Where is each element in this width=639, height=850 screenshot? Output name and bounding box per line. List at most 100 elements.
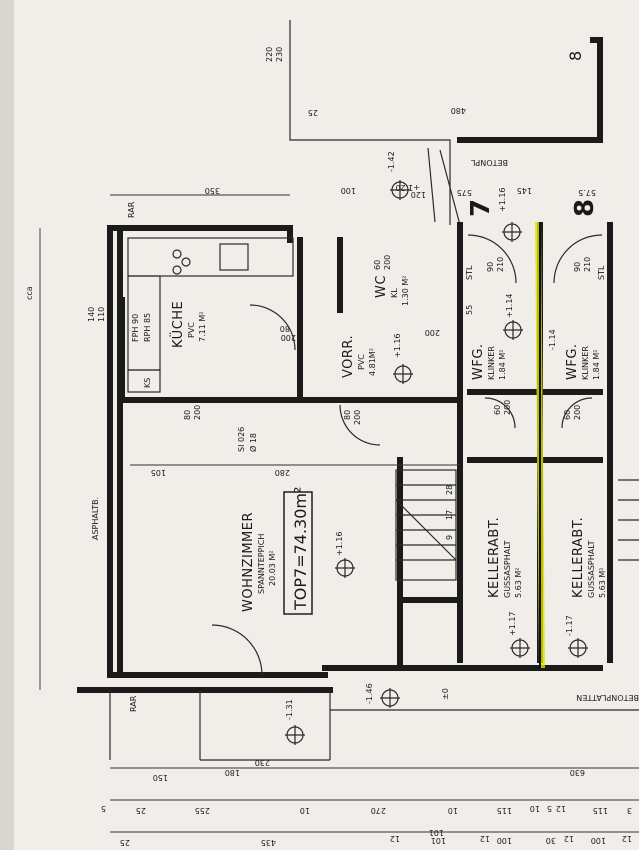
room-name: VORR. [341,335,356,378]
room-vorr: VORR. PVC 4.81M² [341,335,377,378]
dim: 270 [371,806,386,815]
dim: 100 [591,836,606,845]
dim: 12 [564,834,574,843]
room-floor: KLINKER [487,346,496,380]
fph-label: FPH 90 [131,314,140,342]
room-kueche: KÜCHE PVC 7.11 M² [169,301,207,348]
dim: 630 [570,768,585,777]
terrace [77,687,639,761]
dim: 25 [120,838,130,847]
door-dim: 200 [353,410,362,425]
dim: 101 [431,836,446,845]
stairs-right [618,479,639,561]
dim: 28 [445,485,454,495]
room-floor: PVC [357,354,366,370]
si-label: SI 026 [237,427,246,452]
dim: 12 [480,834,490,843]
room-floor: GUSSASPHALT [587,540,596,598]
level: -1.14 [548,329,557,350]
door-dim: 200 [193,405,202,420]
room-name: KELLERABT. [487,517,502,598]
dim: 101 [429,828,444,837]
door-dim: 60 [563,410,572,420]
level: -1.46 [365,683,374,704]
outer-walls [107,222,613,678]
room-area: 20.03 M² [268,550,277,586]
room-name: WC [374,275,389,298]
upper-structure [289,20,603,226]
dim: 10 [530,804,540,813]
ks-label: KS [143,378,152,388]
door-dim: 90 [573,262,582,272]
door-dim: 80 [183,410,192,420]
dim: 9 [445,535,454,540]
dim: 480 [451,106,466,115]
room-name: WOHNZIMMER [241,512,256,612]
door-dim: 200 [281,333,296,342]
dim: 200 [425,328,440,337]
rar-label-bottom: RAR [129,695,138,712]
scan-edge [0,0,14,850]
level: -1.42 [387,151,396,172]
top-dimensions: 350 100 120 145 575 57.5 480 220 230 25 [205,47,596,199]
betonplatten-label: BETONPLATTEN [576,693,639,702]
si-diameter: Ø 18 [248,433,258,452]
unit-number-7: 7 [466,199,496,217]
dim: 10 [300,806,310,815]
unit-number-8-top: 8 [566,51,585,61]
level: ±0 [441,688,450,700]
unit-number-8: 8 [570,199,600,217]
dim: 255 [195,806,210,815]
dim: 5 [547,804,552,813]
room-floor: GUSSASPHALT [503,540,512,598]
room-area: 5.63 M² [514,568,523,598]
dim: 140 [87,307,96,322]
room-name: WFG. [471,343,486,380]
room-floor: SPANNTEPPICH [257,534,266,594]
dim: 25 [308,108,318,117]
door-dim: 80 [343,410,352,420]
level: +1.17 [508,611,517,636]
room-area: 1.30 M² [401,276,410,306]
betonpl-label: BETONPL [470,158,508,167]
cca-label: cca [25,286,34,300]
dim: 25 [136,806,146,815]
kitchen-fixtures [127,237,294,393]
room-name: KÜCHE [169,301,186,348]
dim: 115 [593,806,608,815]
room-wfg-7: WFG. KLINKER 1.84 M² [471,343,507,380]
level: -1.31 [285,699,294,720]
dim: 350 [205,186,220,195]
dim: 230 [255,758,270,767]
bottom-dimensions: 150 180 230 630 5 25 255 10 270 10 115 1… [101,758,632,847]
door-dim: 60 [373,260,382,270]
dim: 100 [341,186,356,195]
dim: 230 [275,47,284,62]
dim: 12 [622,834,632,843]
dim: 30 [546,836,556,845]
dim: 17 [445,510,454,520]
room-wc: WC KL 1.30 M² [374,275,410,306]
room-keller-7: KELLERABT. GUSSASPHALT 5.63 M² [487,517,523,598]
dim: 57.5 [578,188,596,197]
dim: 115 [497,806,512,815]
dimension-lines [39,194,639,833]
room-floor: KL [390,288,399,298]
dim: 575 [457,188,472,197]
room-wfg-8: WFG. KLINKER 1.84 M² [565,343,601,380]
door-dim: 200 [383,255,392,270]
stairs [395,469,457,581]
room-area: 5.63 M² [598,568,607,598]
level: +1.16 [335,531,344,556]
door-dim: 60 [493,405,502,415]
dim: 145 [517,186,532,195]
level: -1.17 [565,615,574,636]
door-dim: 210 [583,257,592,272]
rar-label-top: RAR [127,201,136,218]
dim: 3 [627,806,632,815]
misc-dimensions: 105 280 140 110 200 55 [87,305,474,477]
dim: 435 [261,838,276,847]
room-area: 4.81M² [368,348,377,376]
room-name: KELLERABT. [571,517,586,598]
level: +1.20 [395,183,420,192]
